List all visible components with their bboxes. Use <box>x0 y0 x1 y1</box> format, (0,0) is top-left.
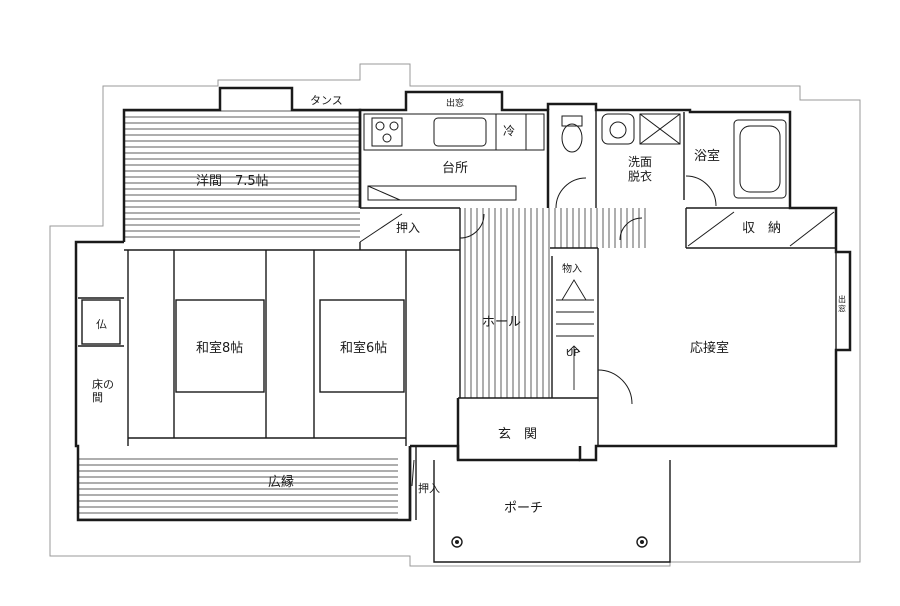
label-closet-lower: 押入 <box>418 481 440 495</box>
label-japanese-6: 和室6帖 <box>340 340 387 356</box>
label-veranda: 広縁 <box>268 474 294 490</box>
porch <box>433 460 671 563</box>
label-porch: ポーチ <box>504 501 543 516</box>
veranda-floor <box>78 458 398 520</box>
bath-fixtures <box>561 113 787 199</box>
western-room-floor <box>124 110 360 242</box>
label-kitchen-window: 出窓 <box>446 97 464 109</box>
label-hall: ホール <box>482 315 521 330</box>
label-butsudan: 仏 <box>96 318 107 331</box>
label-washroom: 洗面脱衣 <box>628 155 652 183</box>
corridor-floor <box>550 208 646 248</box>
label-side-window: 出窓 <box>838 294 846 314</box>
label-fridge: 冷 <box>503 124 515 138</box>
label-japanese-8: 和室8帖 <box>196 340 243 356</box>
label-kitchen: 台所 <box>442 161 468 176</box>
label-bath: 浴室 <box>694 148 720 164</box>
label-storage: 収 納 <box>742 221 781 236</box>
label-up: UP <box>566 348 579 359</box>
room-labels: 洋間 7.5帖 タンス 出窓 冷 台所 押入 洗面脱衣 浴室 収 納 ホール 物… <box>92 94 846 516</box>
label-closet-upper: 押入 <box>396 221 420 235</box>
hall-floor <box>460 208 550 398</box>
stairs <box>556 279 594 390</box>
label-entrance: 玄 関 <box>498 427 537 442</box>
lot-outline <box>49 63 861 567</box>
doors <box>359 175 835 487</box>
kitchen-fixtures <box>363 113 545 201</box>
label-western-room: 洋間 7.5帖 <box>196 174 269 189</box>
interior-walls <box>78 110 837 520</box>
label-tansu: タンス <box>310 94 343 107</box>
label-storage-stairs: 物入 <box>562 262 582 275</box>
label-reception: 応接室 <box>690 340 729 356</box>
label-tokonoma: 床の間 <box>92 377 114 404</box>
